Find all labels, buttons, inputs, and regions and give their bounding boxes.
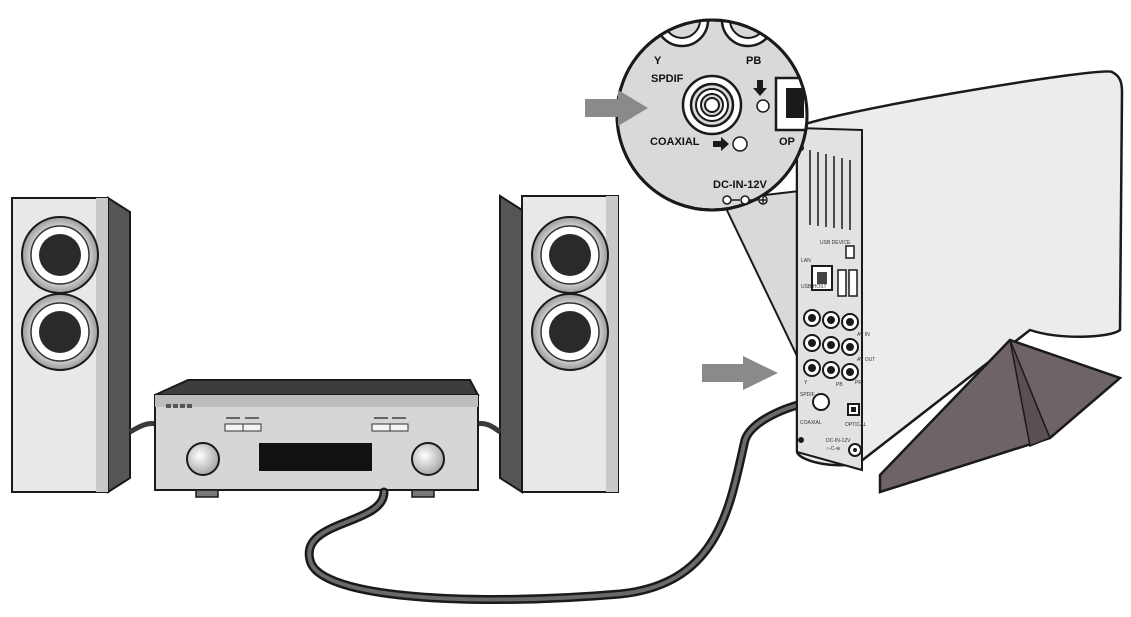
device-dc-in-label: DC-IN-12V — [826, 438, 851, 444]
amplifier-button-left-1 — [224, 423, 244, 432]
amplifier-button-left-2 — [242, 423, 262, 432]
amplifier — [154, 379, 480, 498]
right-arrow-icon — [713, 137, 729, 151]
callout-dc-in-label: DC-IN-12V — [713, 179, 767, 191]
usb-device-label: USB DEVICE — [820, 240, 851, 246]
svg-text:○-C-⊕: ○-C-⊕ — [826, 446, 840, 452]
callout-y-label: Y — [654, 55, 662, 67]
device-pointer-arrow — [702, 356, 778, 390]
callout-magnifier: Y PB SPDIF COAXIAL OP DC-IN-12V — [615, 18, 809, 212]
callout-led-top — [756, 99, 770, 113]
av-out-label: AV OUT — [857, 357, 875, 363]
callout-spdif-label: SPDIF — [651, 73, 684, 85]
device-stand — [878, 338, 1123, 494]
callout-led-bottom — [732, 136, 748, 152]
usb-host-port-2 — [848, 269, 858, 297]
av-in-label: AV IN — [857, 332, 870, 338]
device-coaxial-label: COAXIAL — [800, 420, 822, 426]
left-speaker-woofer-top — [21, 216, 99, 294]
dc-polarity-icon — [722, 195, 768, 205]
device-pr-label: PR — [855, 380, 862, 386]
usb-device-port — [845, 245, 855, 259]
callout-pointer-arrow — [585, 90, 648, 126]
device-vents — [809, 150, 851, 230]
amplifier-badge — [166, 404, 192, 408]
left-speaker-wire — [128, 421, 157, 435]
amplifier-display — [259, 443, 372, 471]
right-speaker-woofer-top — [531, 216, 609, 294]
device-optical-label: OPTICAL — [845, 422, 867, 428]
device-coaxial-jack — [812, 393, 830, 411]
device-spdif-label: SPDIF — [800, 392, 815, 398]
device-y-label: Y — [804, 380, 808, 386]
callout-coaxial-jack — [681, 74, 743, 136]
right-speaker — [499, 194, 619, 494]
lan-label: LAN — [801, 258, 811, 264]
amplifier-knob-left — [186, 442, 220, 476]
callout-optical-label: OP — [779, 136, 795, 148]
rca-jacks — [803, 309, 859, 381]
right-speaker-wire — [475, 421, 502, 435]
usb-host-port-1 — [837, 269, 847, 297]
amplifier-knob-right — [411, 442, 445, 476]
amplifier-button-right-2 — [389, 423, 409, 432]
usb-host-label: USB HOST — [801, 284, 827, 290]
callout-pb-label: PB — [746, 55, 761, 67]
left-speaker — [11, 196, 131, 494]
right-speaker-woofer-bottom — [531, 293, 609, 371]
amplifier-button-right-1 — [371, 423, 391, 432]
media-player: USB DEVICE LAN USB HOST AV IN AV OUT PR … — [795, 70, 1124, 494]
device-pb-label: PB — [836, 382, 843, 388]
left-speaker-woofer-bottom — [21, 293, 99, 371]
down-arrow-icon — [753, 80, 767, 96]
callout-coaxial-label: COAXIAL — [650, 136, 700, 148]
